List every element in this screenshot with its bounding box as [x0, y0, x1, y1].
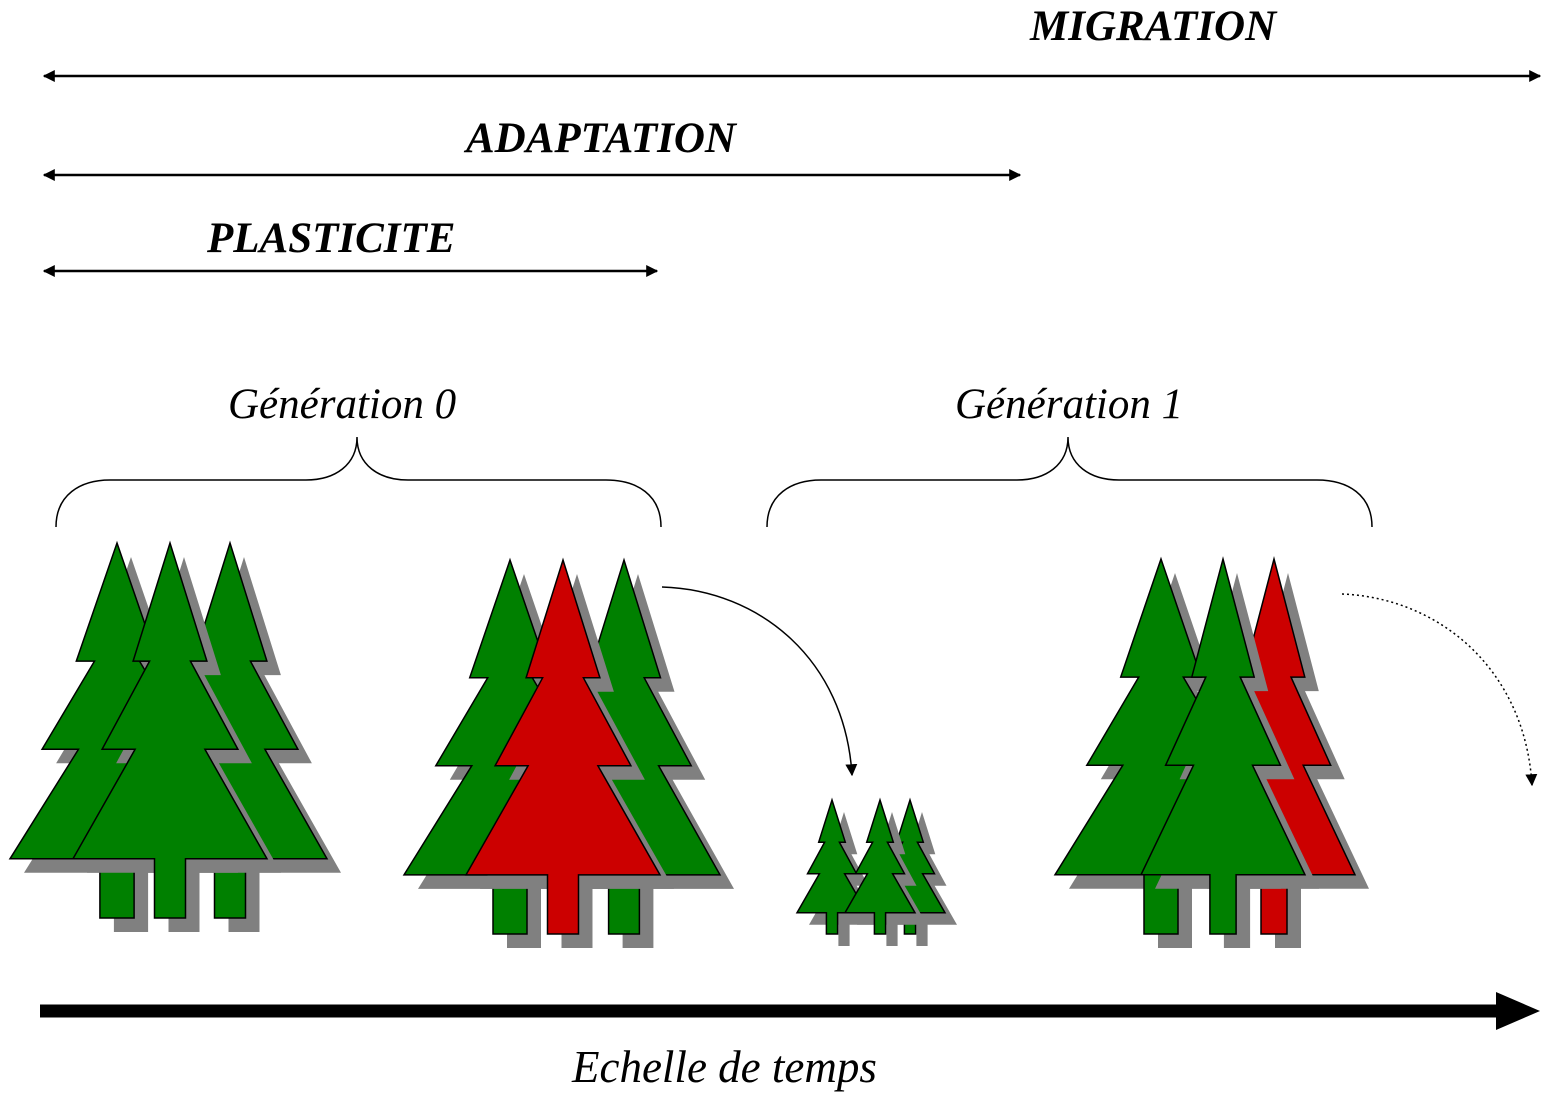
- gen0-group1-tree-front: [71, 540, 269, 919]
- generation-0-brace: [55, 436, 662, 528]
- generation-1-brace: [766, 436, 1373, 528]
- seedling-tree-2: [843, 797, 917, 935]
- tree-group: [8, 540, 1369, 948]
- time-axis-label: Echelle de temps: [571, 1042, 877, 1092]
- time-axis-arrowhead: [1496, 992, 1540, 1030]
- generation-0-label: Génération 0: [228, 381, 456, 428]
- seedling-tree-1: [795, 797, 869, 935]
- future-dispersal-arrow: [1341, 593, 1538, 787]
- gen0-group2-tree-red: [464, 557, 662, 935]
- seed-dispersal-arrow: [661, 586, 858, 777]
- generation-1-label: Génération 1: [955, 381, 1183, 428]
- migration-label: MIGRATION: [1029, 3, 1278, 50]
- gen1-tree-front: [1139, 556, 1307, 935]
- adaptation-label: ADAPTATION: [463, 115, 738, 162]
- plasticite-label: PLASTICITE: [206, 215, 456, 262]
